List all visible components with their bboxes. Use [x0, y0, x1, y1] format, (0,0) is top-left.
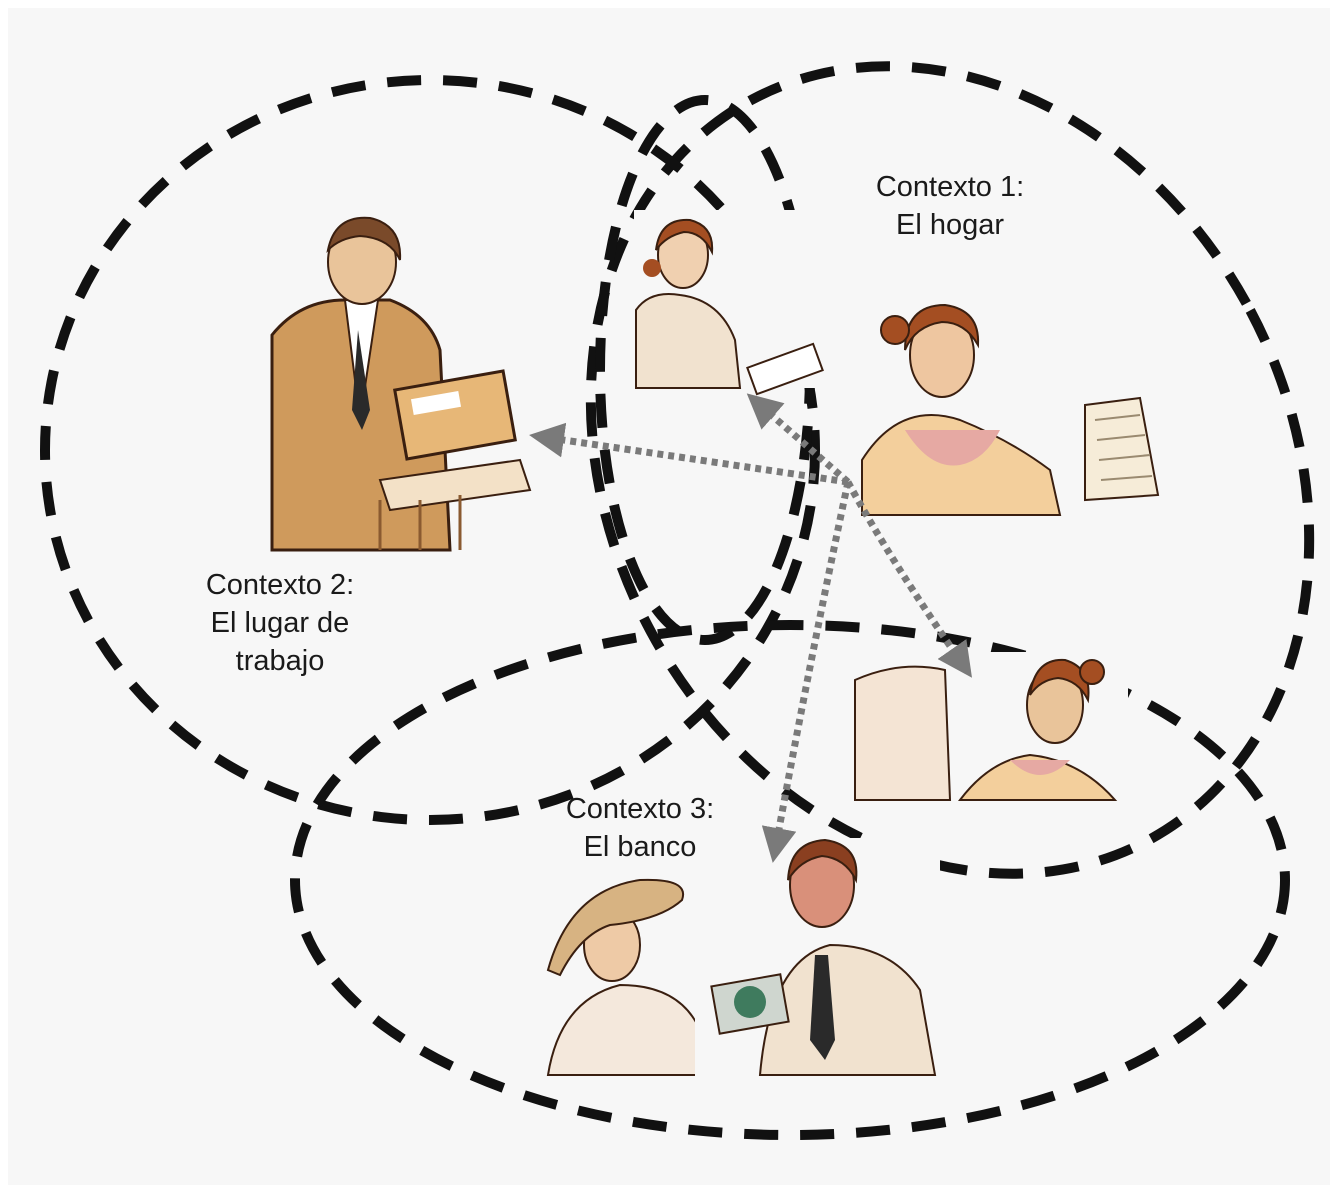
- context-1-subtitle: El hogar: [895, 209, 1004, 241]
- woman-with-clipboard-figure: [634, 210, 826, 396]
- woman-reading-book-figure: [860, 295, 1170, 516]
- context-3-title: Contexto 3:: [565, 793, 715, 825]
- context-1-label: Contexto 1: El hogar: [845, 168, 1055, 244]
- man-with-folder-figure: [270, 210, 534, 552]
- connector-to-computer: [844, 480, 973, 678]
- banker-figure: [695, 838, 940, 1076]
- context-3-subtitle: El banco: [583, 831, 697, 863]
- context-1-title: Contexto 1:: [875, 171, 1025, 203]
- context-2-label: Contexto 2: El lugar de trabajo: [175, 566, 385, 680]
- boundary-ctx1: [585, 61, 1315, 879]
- connector-to-bank: [761, 481, 852, 863]
- context-2-subtitle-line1: El lugar de: [210, 607, 350, 639]
- context-connectors: [529, 393, 973, 863]
- context-2-subtitle-line2: trabajo: [235, 645, 325, 677]
- connector-to-clipboard: [746, 393, 851, 485]
- boundary-ctx3: [290, 620, 1290, 1140]
- woman-at-computer-figure: [852, 652, 1128, 804]
- context-2-title: Contexto 2:: [205, 569, 355, 601]
- context-3-label: Contexto 3: El banco: [535, 790, 745, 866]
